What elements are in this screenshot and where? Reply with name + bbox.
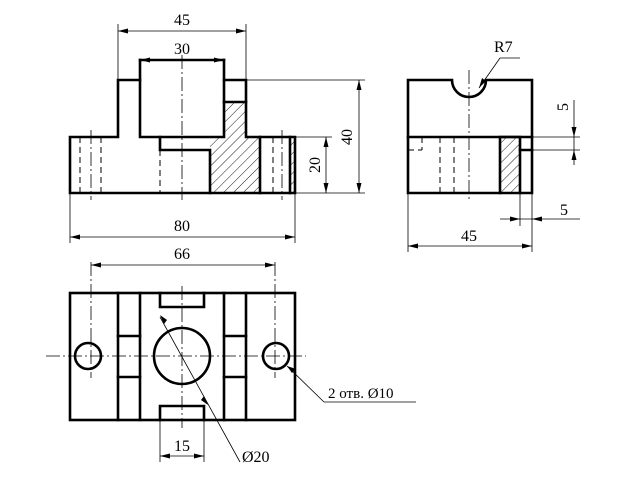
plan-top-slot	[158, 291, 206, 309]
dim-side-offset: 5	[560, 202, 568, 219]
dim-front-total-width: 80	[174, 218, 190, 235]
dim-front-top-width: 45	[174, 12, 190, 29]
side-outline	[406, 78, 534, 195]
front-section-hatch-upper	[224, 102, 246, 137]
dim-front-inner-width: 30	[174, 41, 190, 58]
dim-plan-big-diameter: Ø20	[242, 449, 270, 466]
dim-side-width: 45	[461, 228, 477, 245]
plan-holes-leader	[286, 365, 325, 403]
dim-front-height-lower: 20	[307, 157, 324, 173]
side-section-hatch	[500, 137, 520, 193]
dim-plan-slot-width: 15	[174, 438, 190, 455]
front-view: 45 30 40 20 80	[68, 12, 365, 243]
plan-big-diameter-leader	[159, 316, 241, 463]
plan-outline	[68, 291, 297, 422]
side-view: R7 5 5 45	[406, 39, 580, 252]
dim-plan-hole-spacing: 66	[174, 246, 190, 263]
front-step-notch	[158, 135, 212, 195]
dim-plan-holes-callout: 2 отв. Ø10	[328, 386, 394, 402]
dim-side-step: 5	[555, 103, 572, 111]
side-notch	[498, 135, 534, 195]
plan-view: 66 15 Ø20 2 отв. Ø10	[46, 246, 416, 466]
front-section-hatch-small	[290, 137, 295, 193]
front-section-hatch-lower	[210, 137, 260, 193]
dim-side-radius: R7	[494, 39, 513, 56]
dim-front-height-total: 40	[339, 129, 356, 145]
